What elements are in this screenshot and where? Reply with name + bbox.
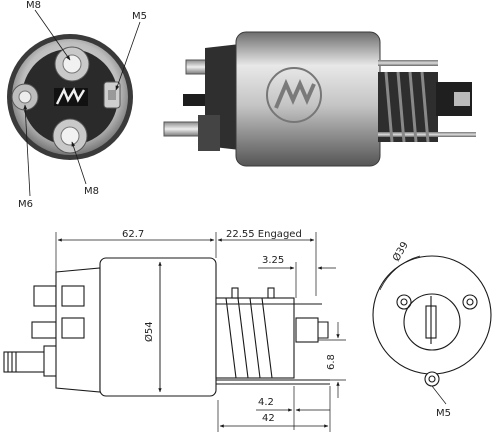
dim-offset-top: 3.25: [262, 255, 284, 266]
callout-m8-bottom: M8: [84, 186, 99, 197]
dim-engaged: 22.55 Engaged: [226, 229, 302, 240]
drawing-side-view: [3, 257, 330, 397]
callout-m8-top: M8: [26, 0, 41, 11]
dim-height-small: 6.8: [326, 354, 337, 370]
callout-m5: M5: [132, 11, 147, 22]
dim-diameter: Ø54: [143, 321, 155, 342]
m8-top-terminal: [54, 46, 90, 82]
dimension-lines: [55, 232, 346, 432]
m8-bottom-terminal: [52, 118, 88, 154]
dim-length-body: 62.7: [122, 229, 144, 240]
photo-callouts: [23, 9, 141, 197]
dim-length-total: 42: [262, 413, 275, 424]
callout-m6: M6: [18, 199, 33, 210]
dim-end-diameter: Ø39: [390, 240, 411, 264]
logo-mark: [54, 87, 88, 106]
m6-terminal: [11, 83, 39, 111]
dim-end-thread: M5: [436, 408, 451, 419]
photo-end-view: [7, 34, 133, 160]
drawing-end-view: [372, 255, 492, 405]
dim-offset-bottom: 4.2: [258, 397, 274, 408]
photo-side-view: [163, 31, 476, 167]
can-logo: [266, 67, 322, 123]
